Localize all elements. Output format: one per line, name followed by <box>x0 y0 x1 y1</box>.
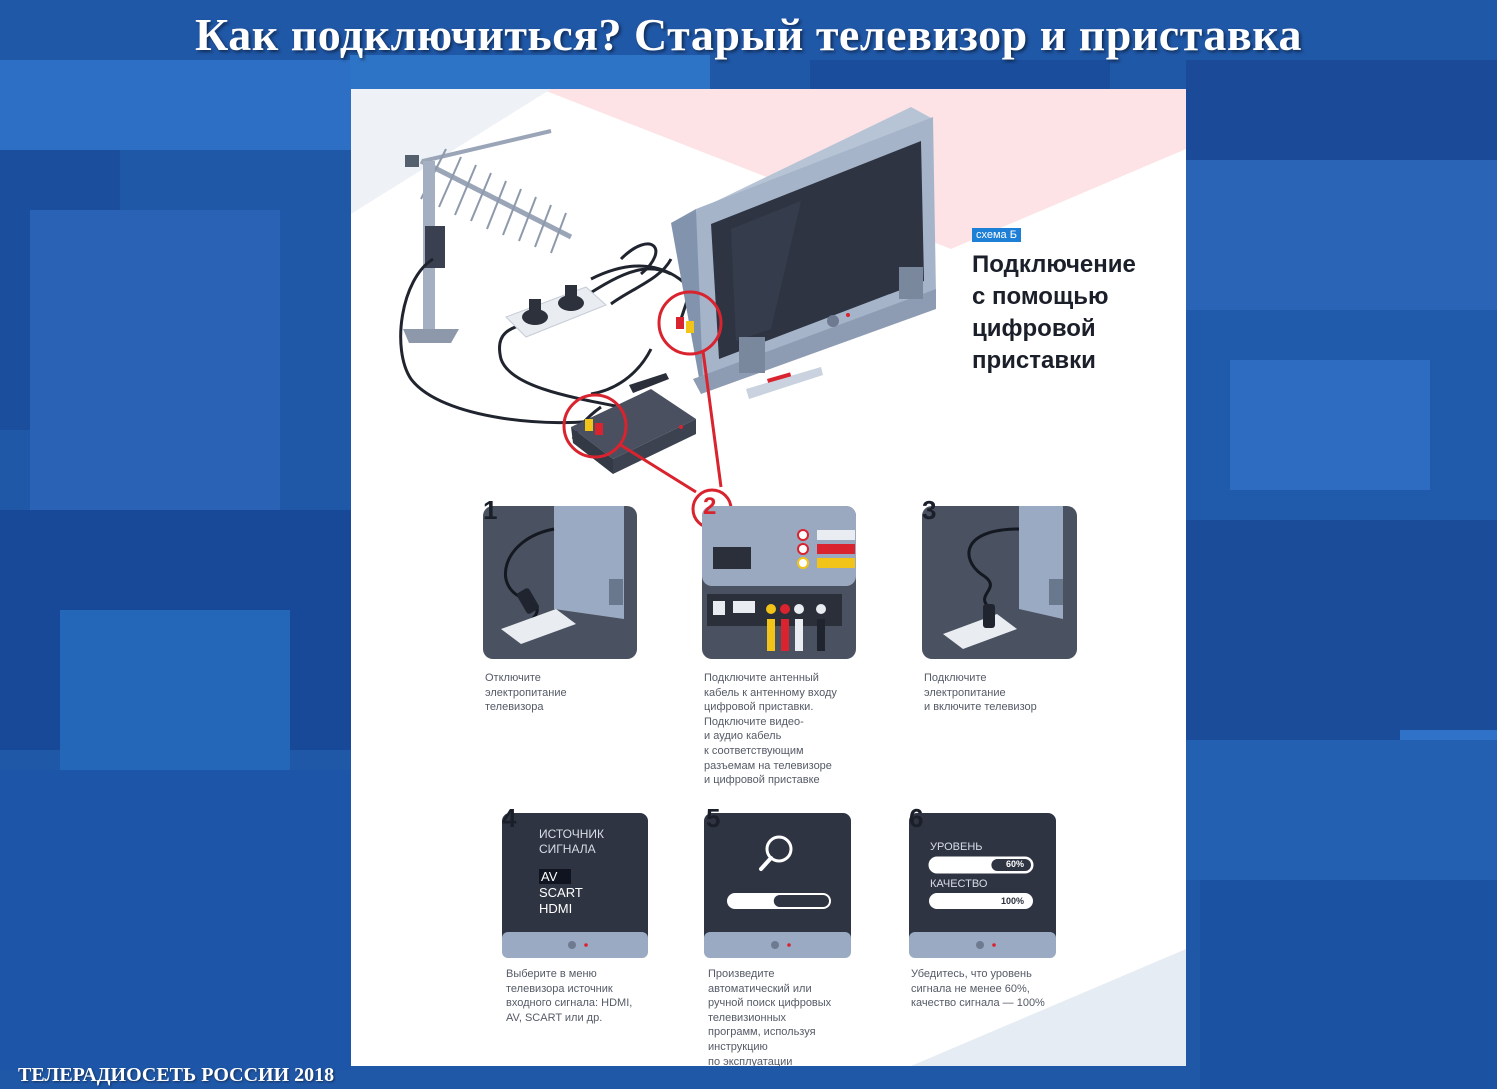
step-5-caption: Произведите автоматический или ручной поис… <box>708 967 831 1066</box>
caption-line: Подключите видео- <box>704 715 804 728</box>
step-4-panel <box>502 813 648 958</box>
connection-callouts <box>562 290 723 494</box>
tv-icon <box>671 107 936 399</box>
caption-line: разъемам на телевизоре <box>704 759 832 772</box>
quality-bar-track <box>929 893 1033 909</box>
level-bar-remaining <box>991 859 1031 871</box>
caption-line: Отключите <box>485 672 541 684</box>
step-6-number: 6 <box>909 803 924 833</box>
caption-line: и аудио кабель <box>704 730 782 743</box>
step-2-caption: Подключите антенный кабель к антенному вх… <box>704 671 837 788</box>
signal-source-title: ИСТОЧНИК СИГНАЛА <box>539 827 605 856</box>
poster-heading: Подключение с помощью цифровой приставки <box>972 249 1136 377</box>
illustration <box>351 89 1186 1066</box>
caption-line: телевизора <box>485 701 544 714</box>
source-option-hdmi[interactable]: HDMI <box>539 901 573 916</box>
step-6-panel <box>909 813 1056 958</box>
caption-line: Подключите <box>924 672 987 684</box>
caption-line: входного сигнала: HDMI, <box>506 997 633 1010</box>
caption-line: сигнала не менее 60%, <box>911 982 1030 995</box>
step-5-panel <box>704 813 851 958</box>
set-top-box-icon <box>571 373 696 474</box>
step-4-caption: Выберите в меню телевизора источник входно… <box>506 967 632 1025</box>
slide-title: Как подключиться? Старый телевизор и при… <box>194 9 1303 60</box>
source-option-av[interactable]: AV <box>539 869 572 885</box>
caption-line: программ, используя <box>708 1026 816 1039</box>
step-4-number: 4 <box>502 803 517 833</box>
caption-line: и включите телевизор <box>924 701 1037 714</box>
heading-line: цифровой <box>972 315 1096 342</box>
step-2-panel <box>702 506 856 659</box>
caption-line: и цифровой приставке <box>704 774 820 787</box>
search-icon <box>765 835 793 863</box>
level-value: 60% <box>1006 859 1025 869</box>
caption-line: ручной поиск цифровых <box>708 997 832 1010</box>
caption-line: Подключите антенный <box>704 672 819 684</box>
power-strip-icon <box>505 285 607 338</box>
infographic-poster: схема Б Подключение с помощью цифровой п… <box>351 89 1186 1066</box>
caption-line: цифровой приставки. <box>704 701 814 714</box>
level-label: УРОВЕНЬ <box>930 841 983 853</box>
caption-line: электропитание <box>485 686 567 699</box>
quality-value: 100% <box>1001 896 1025 906</box>
footer-text: ТЕЛЕРАДИОСЕТЬ РОССИИ 2018 <box>18 1064 335 1086</box>
antenna-icon <box>403 129 573 343</box>
source-option-scart[interactable]: SCART <box>539 885 583 900</box>
caption-line: Выберите в меню <box>506 968 597 980</box>
caption-line: к соответствующим <box>704 744 804 757</box>
caption-line: Убедитесь, что уровень <box>911 968 1032 980</box>
step-1-panel <box>483 506 637 659</box>
heading-line: приставки <box>972 347 1096 374</box>
step-2-number: 2 <box>703 493 717 520</box>
step-3-panel <box>922 506 1077 659</box>
caption-line: качество сигнала — 100% <box>911 997 1045 1010</box>
step-5-number: 5 <box>706 803 721 833</box>
heading-line: с помощью <box>972 283 1109 310</box>
heading-line: Подключение <box>972 251 1136 278</box>
step-1-number: 1 <box>483 495 498 525</box>
grey-shape <box>351 89 551 214</box>
scheme-tag: схема Б <box>972 228 1021 242</box>
caption-line: Произведите <box>708 968 775 980</box>
step-1-caption: Отключите электропитание телевизора <box>485 671 567 715</box>
connector-plugs <box>585 317 694 435</box>
caption-line: AV, SCART или др. <box>506 1011 603 1024</box>
caption-line: инструкцию <box>708 1040 768 1053</box>
caption-line: автоматический или <box>708 982 812 995</box>
caption-line: по эксплуатации <box>708 1055 793 1066</box>
search-progress-remaining <box>773 895 829 907</box>
caption-line: телевизионных <box>708 1011 787 1024</box>
step-3-number: 3 <box>922 495 937 525</box>
bottom-shape <box>911 949 1186 1066</box>
caption-line: кабель к антенному входу <box>704 686 837 699</box>
quality-label: КАЧЕСТВО <box>930 878 988 890</box>
caption-line: телевизора источник <box>506 982 613 995</box>
step-3-caption: Подключите электропитание и включите телев… <box>924 671 1037 715</box>
caption-line: электропитание <box>924 686 1006 699</box>
step-6-caption: Убедитесь, что уровень сигнала не менее 6… <box>911 967 1045 1011</box>
